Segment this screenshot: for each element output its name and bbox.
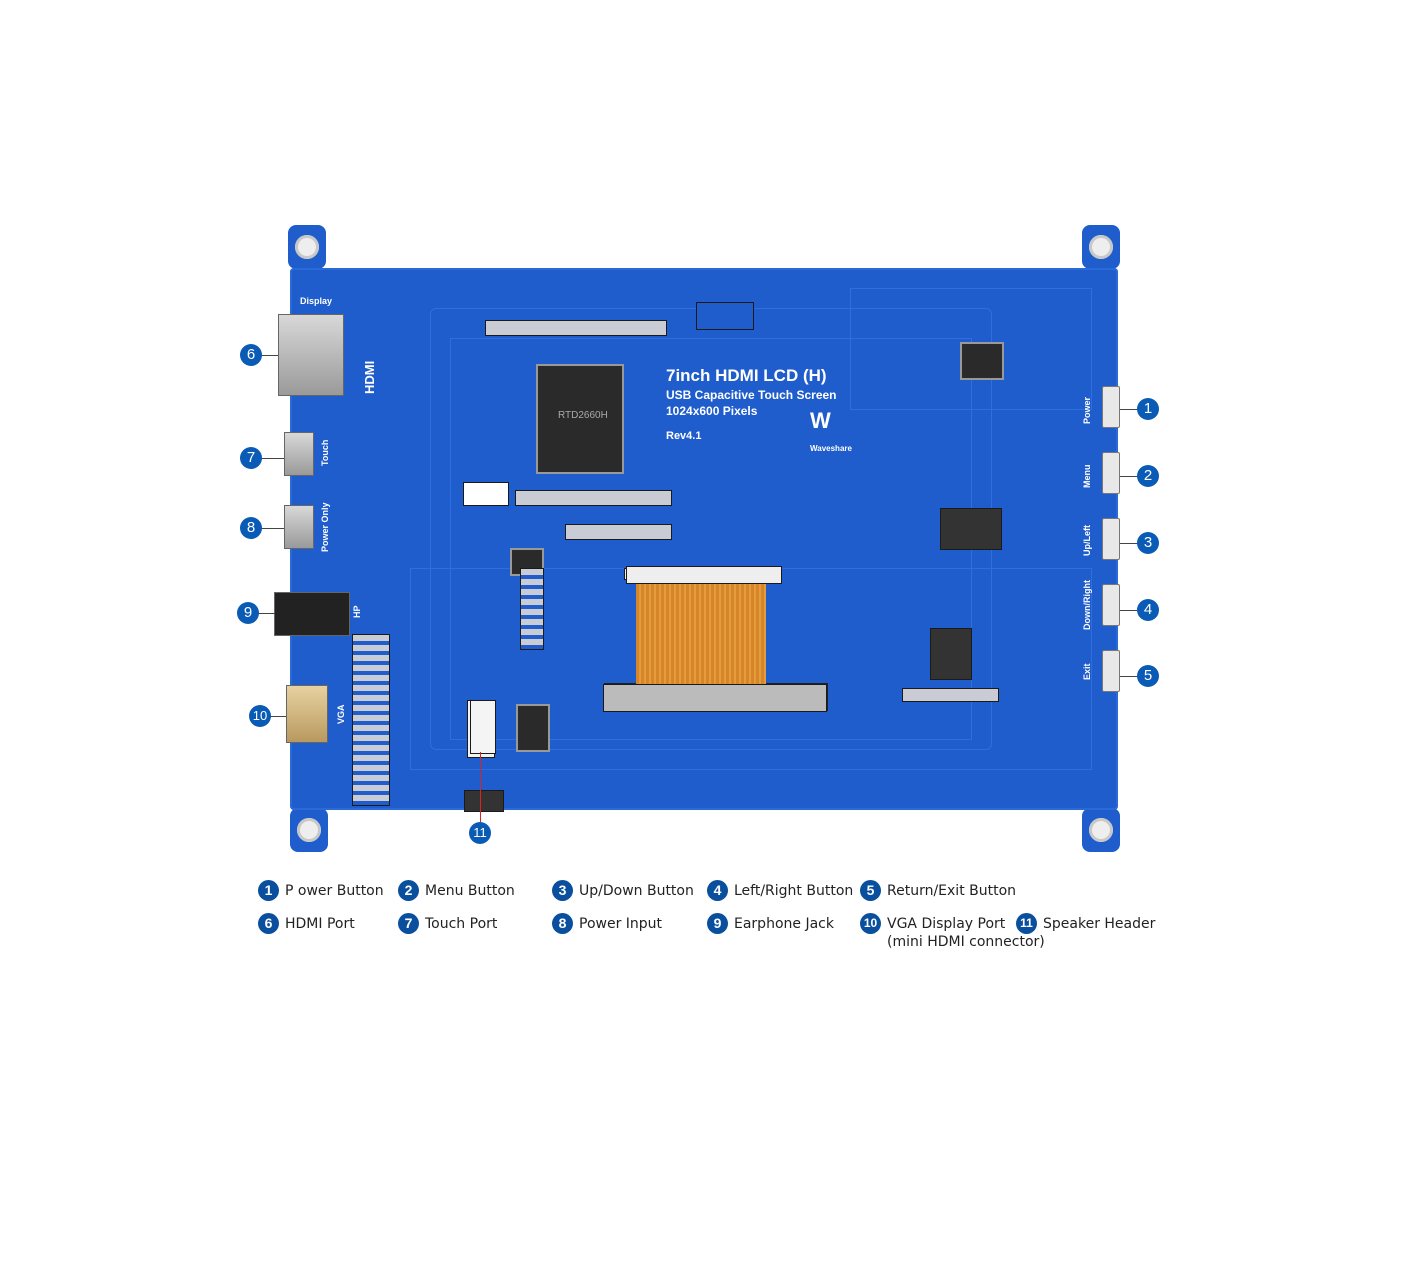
mounting-tab <box>1082 808 1120 852</box>
silk-display: Display <box>300 296 333 306</box>
fpc-ribbon <box>636 580 766 690</box>
earphone-jack[interactable] <box>274 592 350 636</box>
silk-touch: Touch <box>320 439 330 466</box>
up-left-button[interactable] <box>1102 518 1120 560</box>
board-resolution: 1024x600 Pixels <box>666 404 758 418</box>
mounting-tab <box>288 225 326 269</box>
silk-vga: VGA <box>336 704 346 724</box>
callout-3: 3 <box>1137 532 1159 554</box>
hdmi-port[interactable] <box>278 314 344 396</box>
silk-down-right: Down/Right <box>1082 580 1092 630</box>
menu-button[interactable] <box>1102 452 1120 494</box>
touch-port[interactable] <box>284 432 314 476</box>
board-subtitle: USB Capacitive Touch Screen <box>666 388 837 402</box>
callout-2: 2 <box>1137 465 1159 487</box>
callout-10: 10 <box>249 705 271 727</box>
silk-exit: Exit <box>1082 663 1092 680</box>
callout-4: 4 <box>1137 599 1159 621</box>
brand-label: Waveshare <box>810 444 852 453</box>
mounting-tab <box>1082 225 1120 269</box>
callout-6: 6 <box>240 344 262 366</box>
pcb-board: RTD2660H 7inch HDMI LCD (H) USB Capaciti… <box>290 268 1118 812</box>
board-revision: Rev4.1 <box>666 430 702 442</box>
mounting-tab <box>290 808 328 852</box>
silk-power-only: Power Only <box>320 502 330 552</box>
exit-button[interactable] <box>1102 650 1120 692</box>
callout-11: 11 <box>469 822 491 844</box>
waveshare-logo: W <box>810 408 831 433</box>
silk-up-left: Up/Left <box>1082 525 1092 556</box>
callout-8: 8 <box>240 517 262 539</box>
vga-mini-hdmi-port[interactable] <box>286 685 328 743</box>
board-title: 7inch HDMI LCD (H) <box>666 366 827 385</box>
callout-7: 7 <box>240 447 262 469</box>
callout-1: 1 <box>1137 398 1159 420</box>
main-chip: RTD2660H <box>536 364 624 474</box>
callout-5: 5 <box>1137 665 1159 687</box>
power-button[interactable] <box>1102 386 1120 428</box>
silk-menu: Menu <box>1082 464 1092 489</box>
silk-hdmi: HDMI <box>362 360 377 394</box>
down-right-button[interactable] <box>1102 584 1120 626</box>
callout-9: 9 <box>237 602 259 624</box>
fpc-connector <box>626 566 782 584</box>
speaker-header[interactable] <box>470 700 496 754</box>
silk-hp: HP <box>352 605 362 618</box>
power-port[interactable] <box>284 505 314 549</box>
silk-power: Power <box>1082 396 1092 424</box>
fpc-stiffener <box>603 684 827 712</box>
